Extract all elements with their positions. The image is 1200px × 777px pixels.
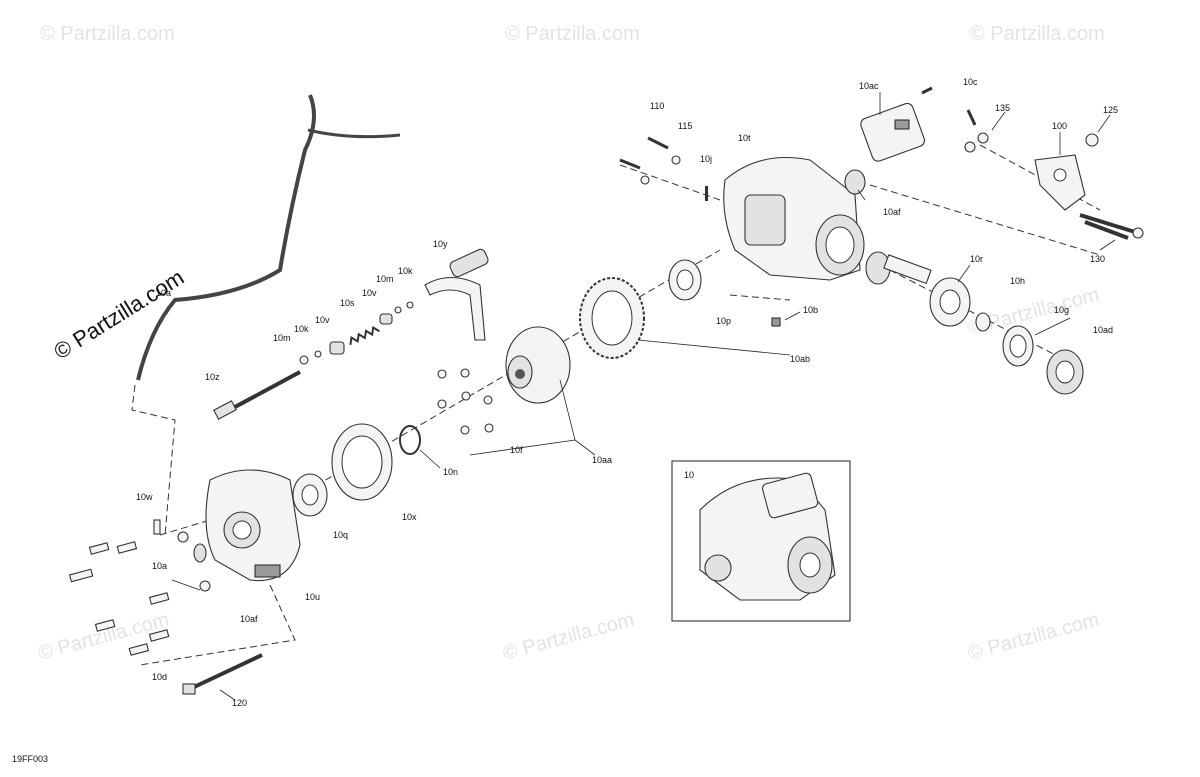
shift-fork bbox=[424, 248, 489, 341]
label-10y: 10y bbox=[433, 239, 448, 249]
o-ring-10n bbox=[399, 425, 421, 455]
bolts-130 bbox=[1079, 213, 1144, 240]
watermark: © Partzilla.com bbox=[505, 23, 640, 45]
label-10w: 10w bbox=[136, 492, 153, 502]
assembly-inset: 10 bbox=[671, 460, 851, 622]
bearing-10r bbox=[929, 277, 971, 327]
main-housing bbox=[723, 157, 865, 281]
label-10k: 10k bbox=[294, 324, 309, 334]
label-10g: 10g bbox=[1054, 305, 1069, 315]
label-10v: 10v bbox=[315, 315, 330, 325]
label-10t: 10t bbox=[738, 133, 751, 143]
bearing-10q bbox=[292, 473, 328, 517]
label-10r: 10r bbox=[970, 254, 983, 264]
watermark: © Partzilla.com bbox=[966, 284, 1102, 340]
watermark: © Partzilla.com bbox=[970, 23, 1105, 45]
label-130: 130 bbox=[1090, 254, 1105, 264]
label-10f: 10f bbox=[510, 445, 523, 455]
bracket bbox=[1034, 154, 1086, 211]
watermark: © Partzilla.com bbox=[40, 23, 175, 45]
washer-10h bbox=[975, 312, 991, 332]
label-10d: 10d bbox=[152, 672, 167, 682]
label-10n: 10n bbox=[443, 467, 458, 477]
bolts-center bbox=[437, 368, 494, 435]
actuator bbox=[860, 102, 926, 162]
wire-harness bbox=[136, 94, 316, 381]
label-10m: 10m bbox=[376, 274, 394, 284]
watermark: © Partzilla.com bbox=[501, 609, 637, 665]
label-10x: 10x bbox=[402, 512, 417, 522]
label-10z: 10z bbox=[205, 372, 220, 382]
label-10u: 10u bbox=[305, 592, 320, 602]
diagram-code: 19FF003 bbox=[12, 754, 48, 764]
watermark: © Partzilla.com bbox=[966, 609, 1102, 665]
label-10h: 10h bbox=[1010, 276, 1025, 286]
label-10aa: 10aa bbox=[592, 455, 612, 465]
label-10j: 10j bbox=[700, 154, 712, 164]
label-10ab: 10ab bbox=[790, 354, 810, 364]
label-10v: 10v bbox=[362, 288, 377, 298]
label-10c: 10c bbox=[963, 77, 978, 87]
label-10p: 10p bbox=[716, 316, 731, 326]
label-10s: 10s bbox=[340, 298, 355, 308]
bolts-left bbox=[68, 519, 263, 695]
pinion-shaft bbox=[865, 251, 932, 285]
ring-10g bbox=[1002, 325, 1034, 367]
seal-10af-top bbox=[844, 169, 866, 195]
label-10b: 10b bbox=[803, 305, 818, 315]
bearing-10p bbox=[668, 259, 702, 301]
differential bbox=[505, 326, 571, 404]
label-10ad: 10ad bbox=[1093, 325, 1113, 335]
shift-rod bbox=[213, 370, 301, 420]
inset-label: 10 bbox=[684, 470, 694, 480]
label-110: 110 bbox=[650, 101, 664, 111]
label-125: 125 bbox=[1103, 105, 1118, 115]
label-10a-top: 10a bbox=[156, 288, 171, 298]
seal-10ad bbox=[1046, 349, 1084, 395]
leader-lines bbox=[171, 92, 1116, 701]
label-10ac: 10ac bbox=[859, 81, 879, 91]
label-115: 115 bbox=[678, 121, 692, 131]
label-120: 120 bbox=[232, 698, 247, 708]
label-10q: 10q bbox=[333, 530, 348, 540]
label-135: 135 bbox=[995, 103, 1010, 113]
part-labels: 10a 10y 10k 10m 10v 10s 10v 10k 10m 10z … bbox=[136, 77, 1118, 708]
label-10m: 10m bbox=[273, 333, 291, 343]
wire-harness-branch bbox=[307, 128, 401, 139]
left-housing bbox=[205, 469, 301, 582]
label-10af-top: 10af bbox=[883, 207, 901, 217]
ring-10x bbox=[331, 423, 393, 501]
ring-gear bbox=[579, 277, 645, 359]
watermark-group: © Partzilla.com © Partzilla.com © Partzi… bbox=[36, 23, 1105, 665]
watermark-large: © Partzilla.com bbox=[49, 264, 188, 364]
label-10a-bottom: 10a bbox=[152, 561, 167, 571]
assembly-lines bbox=[131, 144, 1101, 666]
bolts-top bbox=[619, 86, 1099, 327]
spring-parts bbox=[299, 301, 414, 365]
label-100: 100 bbox=[1052, 121, 1067, 131]
label-10k: 10k bbox=[398, 266, 413, 276]
label-10af-bottom: 10af bbox=[240, 614, 258, 624]
